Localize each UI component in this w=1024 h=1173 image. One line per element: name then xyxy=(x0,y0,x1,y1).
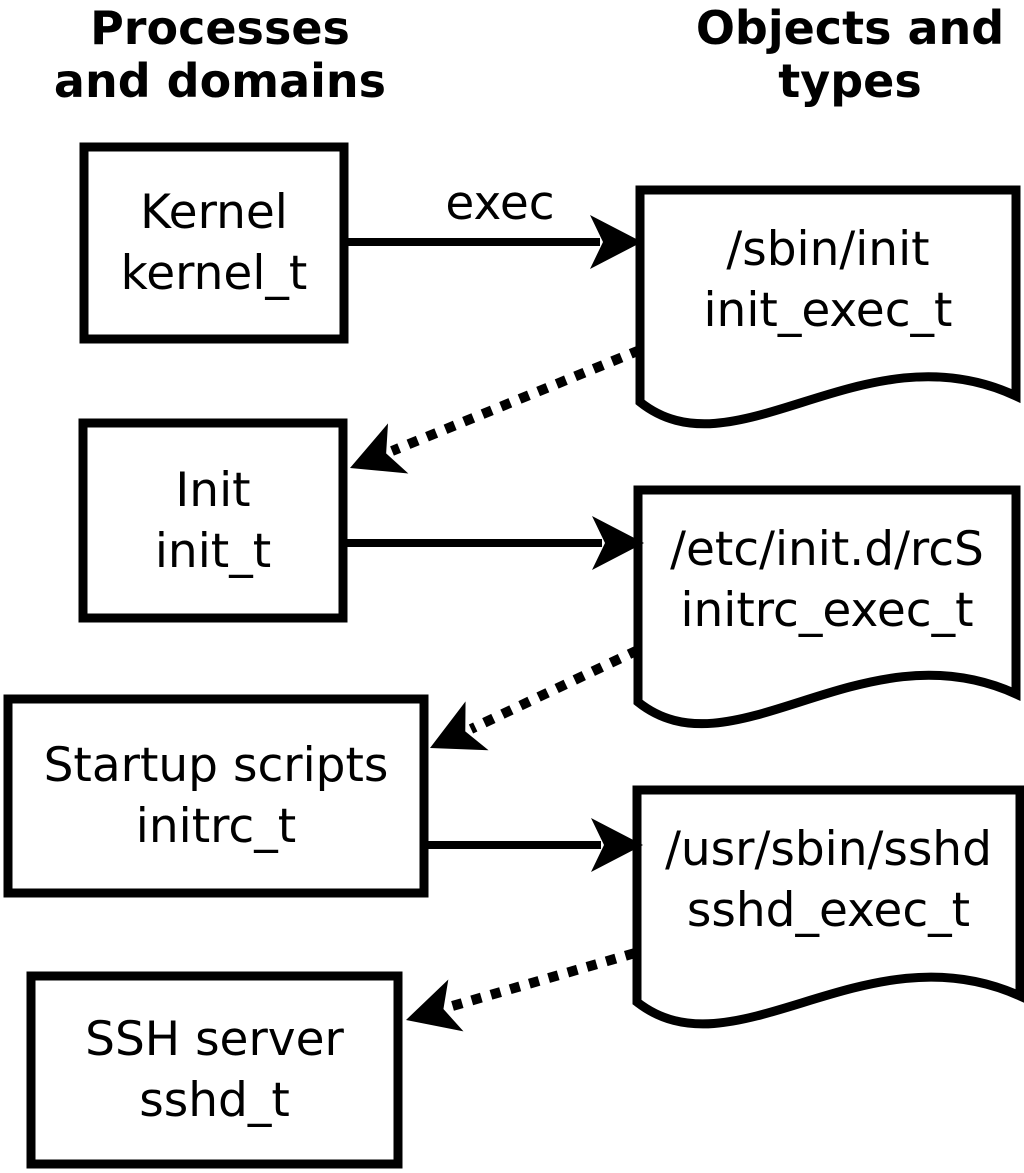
transition-arrow-to-init-head-icon xyxy=(350,423,409,474)
object-path-label: /sbin/init xyxy=(726,222,930,277)
transition-arrow-to-sshd-head-icon xyxy=(406,979,464,1032)
object-path-label: /etc/init.d/rcS xyxy=(670,522,984,577)
usr-sbin-sshd-document-shape xyxy=(632,785,1024,1029)
startup-scripts-box-border xyxy=(3,694,429,898)
process-box-kernel: Kernel kernel_t xyxy=(80,143,348,343)
heading-processes-line2: and domains xyxy=(53,54,387,108)
object-doc-sbin-init: /sbin/init init_exec_t xyxy=(640,190,1016,370)
process-label: SSH server xyxy=(85,1012,344,1067)
process-label: Kernel xyxy=(140,185,288,240)
column-heading-objects: Objects and types xyxy=(640,2,1024,108)
object-path-label: /usr/sbin/sshd xyxy=(665,822,992,877)
process-box-startup-scripts: Startup scripts initrc_t xyxy=(4,695,428,897)
process-label: Init xyxy=(175,462,251,518)
ssh-server-box-border xyxy=(26,971,403,1169)
process-box-init: Init init_t xyxy=(79,419,347,622)
process-box-ssh-server: SSH server sshd_t xyxy=(27,972,402,1168)
process-type-label: kernel_t xyxy=(120,246,308,301)
process-type-label: sshd_t xyxy=(139,1073,290,1128)
exec-arrow-startup-head-icon xyxy=(591,818,643,872)
heading-objects-line2: types xyxy=(778,54,922,108)
kernel-box-border xyxy=(79,142,349,344)
exec-arrow-init-head-icon xyxy=(592,516,644,570)
transition-arrow-to-startup-line xyxy=(468,645,641,734)
object-type-label: initrc_exec_t xyxy=(680,583,974,638)
process-label: Startup scripts xyxy=(43,738,389,793)
heading-objects-line1: Objects and xyxy=(695,1,1005,55)
sbin-init-document-shape xyxy=(635,185,1021,429)
process-type-label: init_t xyxy=(154,523,272,579)
transition-arrow-to-init-line xyxy=(390,345,642,456)
object-doc-etc-initd-rcs: /etc/init.d/rcS initrc_exec_t xyxy=(638,490,1016,670)
heading-processes-line1: Processes xyxy=(90,1,350,55)
column-heading-processes: Processes and domains xyxy=(10,2,430,108)
transition-arrow-to-sshd-line xyxy=(447,948,637,1012)
transition-arrow-to-startup-head-icon xyxy=(430,701,489,751)
init-box-border xyxy=(78,418,348,623)
exec-arrow-label: exec xyxy=(445,176,555,231)
object-type-label: init_exec_t xyxy=(703,283,953,338)
object-type-label: sshd_exec_t xyxy=(686,883,971,938)
etc-initd-rcs-document-shape xyxy=(633,485,1021,729)
process-type-label: initrc_t xyxy=(135,799,297,854)
exec-arrow-kernel-head-icon xyxy=(590,215,642,269)
object-doc-usr-sbin-sshd: /usr/sbin/sshd sshd_exec_t xyxy=(637,790,1020,970)
